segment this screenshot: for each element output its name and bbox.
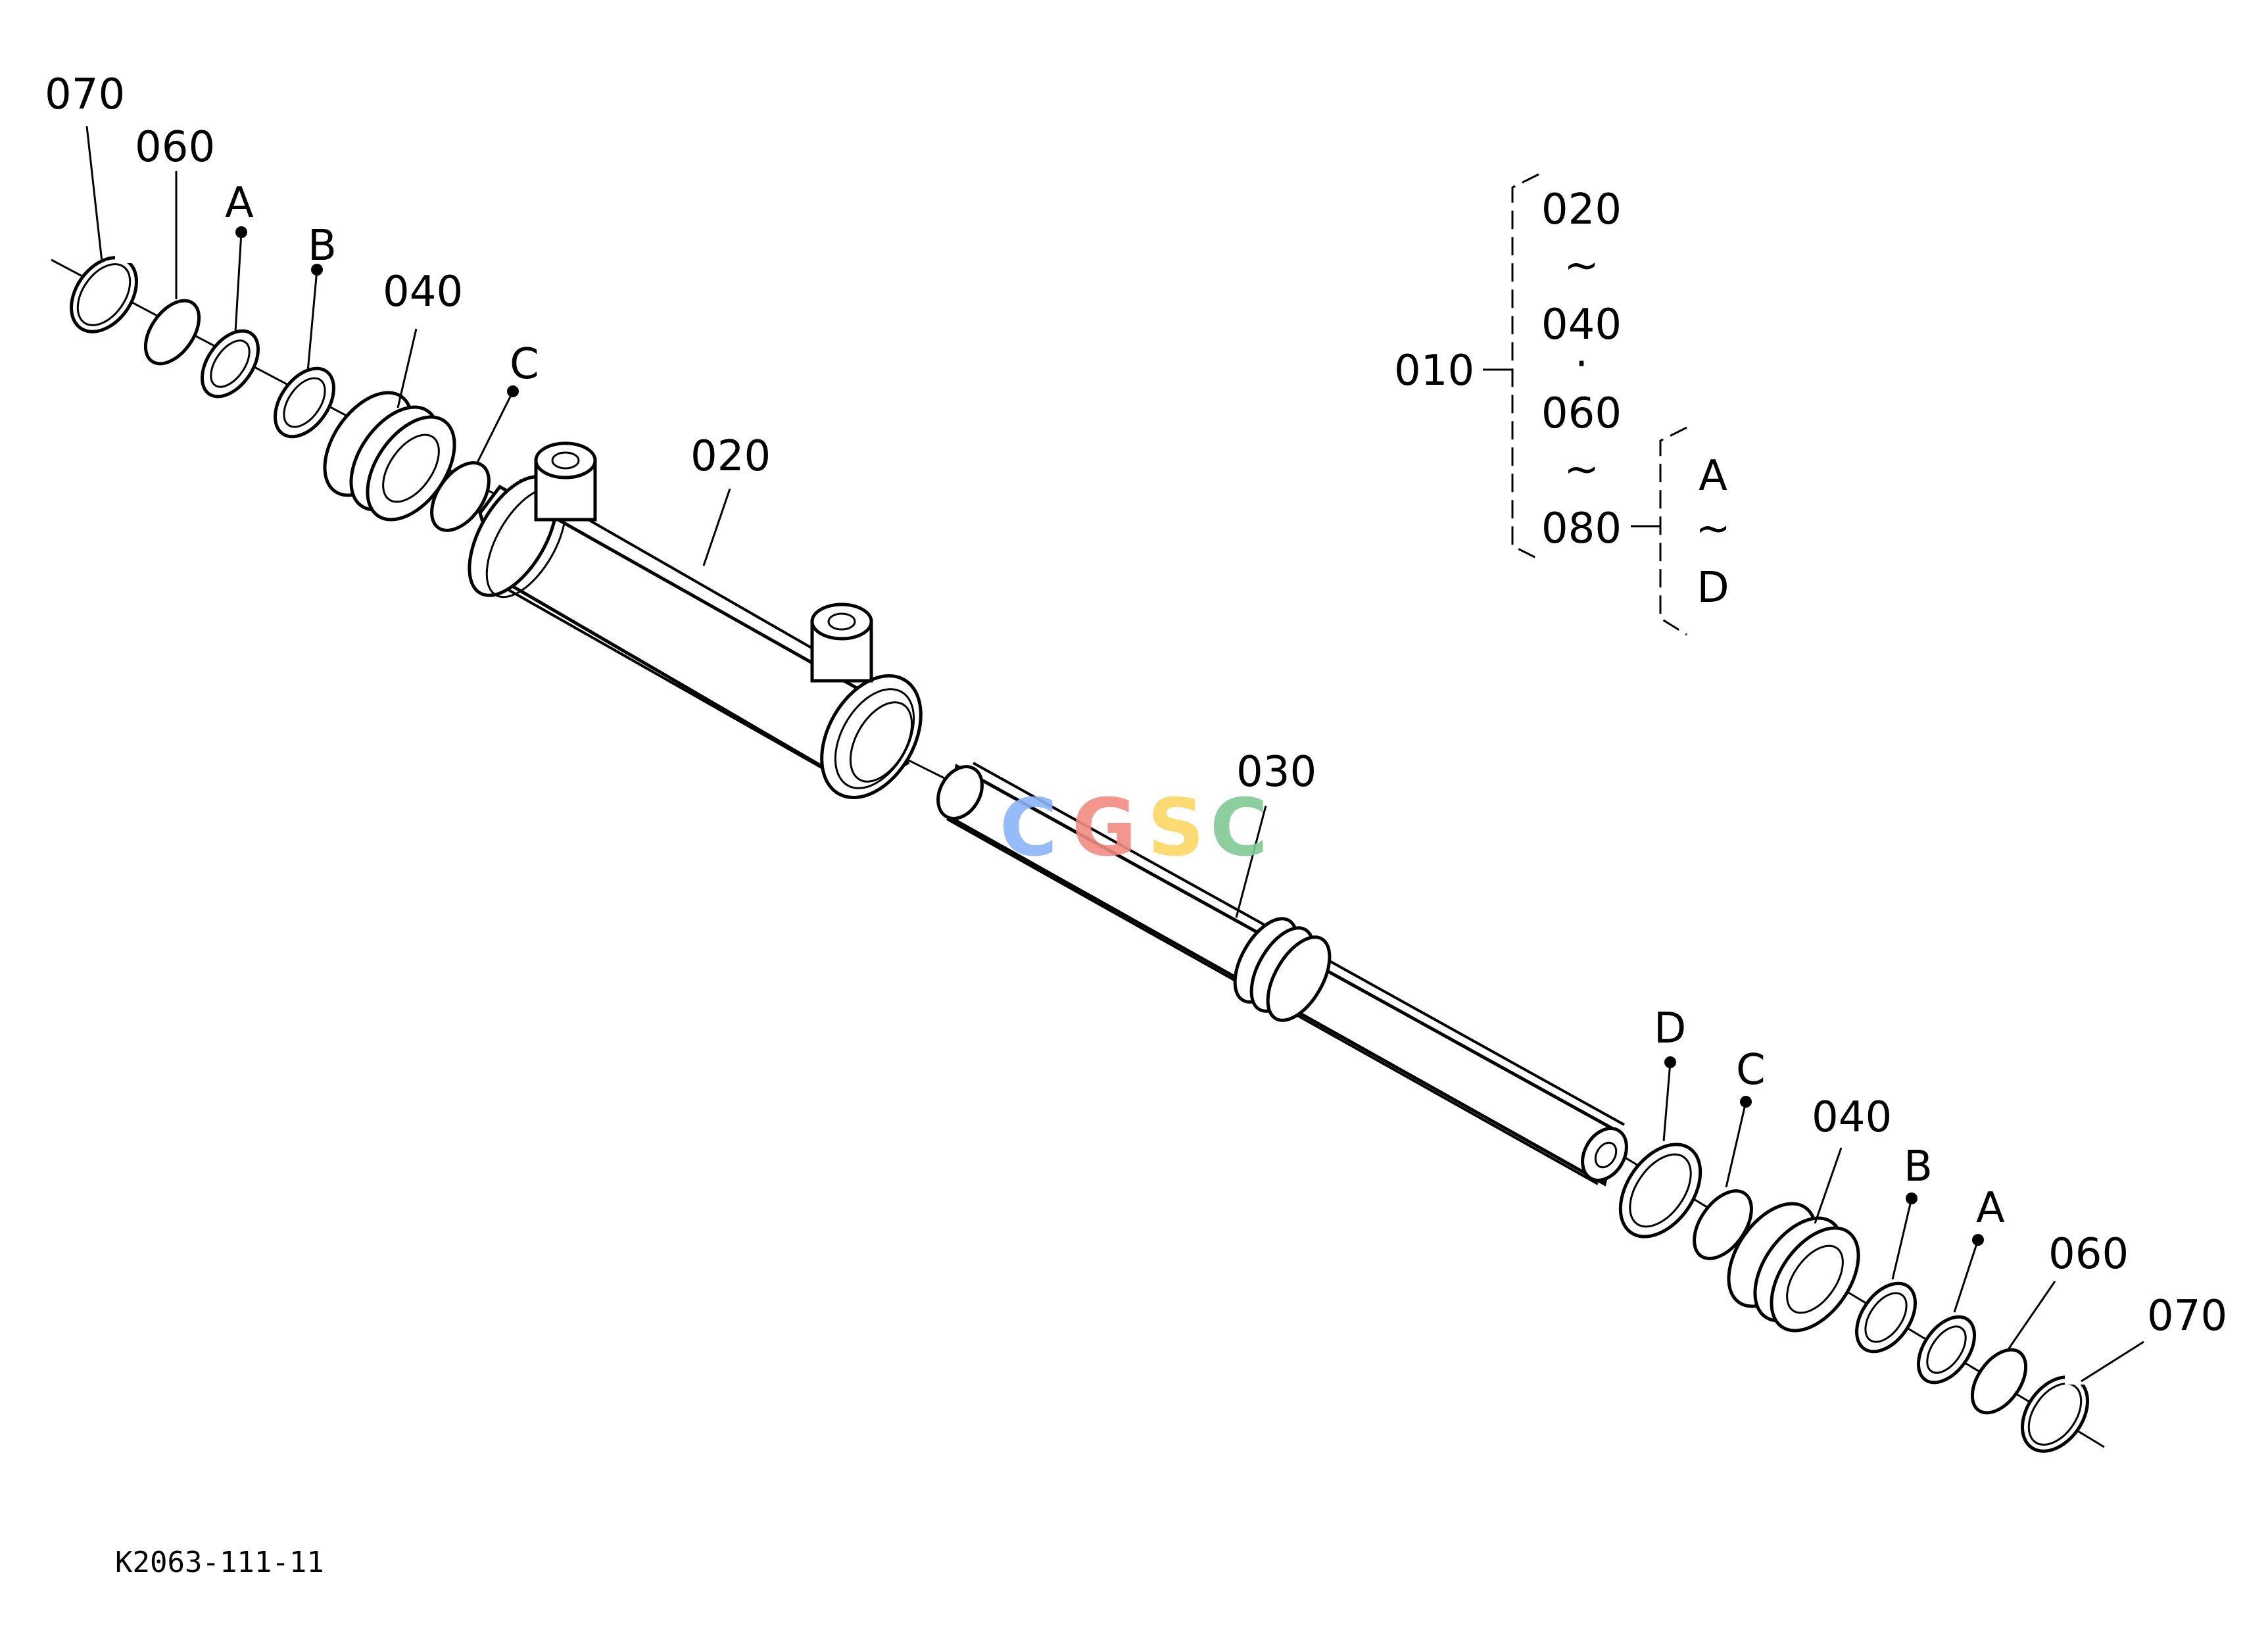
callout-left-A: A bbox=[225, 179, 254, 228]
right-seal-A bbox=[1916, 1315, 1977, 1385]
legend-item-0: 020 bbox=[1541, 185, 1622, 234]
legend-item-3: · bbox=[1575, 340, 1588, 389]
watermark-logo: C G S C bbox=[1000, 783, 1268, 874]
drawing-number: K2063-111-11 bbox=[115, 1546, 324, 1579]
callout-left-070: 070 bbox=[45, 70, 125, 119]
callout-left-B: B bbox=[308, 222, 337, 270]
legend-kit-2: D bbox=[1697, 564, 1729, 612]
callout-barrel-020: 020 bbox=[690, 432, 771, 481]
left-seal-B bbox=[274, 366, 335, 439]
left-seal-A bbox=[200, 329, 260, 399]
watermark-letter-3: C bbox=[1210, 783, 1268, 874]
callout-right-070: 070 bbox=[2147, 1292, 2227, 1340]
right-retaining-ring-070 bbox=[2021, 1371, 2089, 1453]
watermark-letter-0: C bbox=[1000, 783, 1057, 874]
right-backup-ring-060 bbox=[1970, 1348, 2028, 1415]
cylinder-barrel-020 bbox=[468, 441, 923, 799]
callout-rod-030: 030 bbox=[1236, 748, 1316, 797]
right-seal-D bbox=[1618, 1143, 1702, 1239]
legend-item-1: ~ bbox=[1564, 241, 1599, 290]
callout-left-060: 060 bbox=[135, 123, 215, 172]
left-o-ring-C bbox=[430, 461, 491, 532]
legend-kit-0: A bbox=[1699, 452, 1727, 501]
legend-item-4: 060 bbox=[1541, 389, 1622, 438]
legend-item-5: ~ bbox=[1564, 445, 1599, 494]
leader-lines bbox=[85, 126, 2144, 1383]
callout-right-D: D bbox=[1654, 1004, 1686, 1053]
callout-left-C: C bbox=[510, 340, 539, 389]
callout-right-060: 060 bbox=[2048, 1230, 2129, 1279]
legend-assembly-010: 010 bbox=[1394, 347, 1474, 395]
legend-item-6: 080 bbox=[1541, 504, 1622, 553]
callout-right-A: A bbox=[1976, 1184, 2005, 1233]
right-seal-B bbox=[1855, 1281, 1917, 1354]
callout-right-C: C bbox=[1736, 1046, 1766, 1094]
callout-right-040: 040 bbox=[1812, 1093, 1892, 1142]
callout-left-040: 040 bbox=[383, 268, 463, 316]
legend-kit-1: ~ bbox=[1695, 504, 1731, 553]
leader-dots bbox=[235, 226, 1984, 1246]
assembly-legend: 010 020 ~ 040 · 060 ~ 080 A ~ D bbox=[1394, 173, 1731, 636]
right-gland-040 bbox=[1727, 1202, 1860, 1333]
legend-item-2: 040 bbox=[1541, 301, 1622, 349]
piston-rod-030 bbox=[936, 762, 1628, 1187]
watermark-letter-2: S bbox=[1147, 783, 1204, 874]
callout-right-B: B bbox=[1904, 1143, 1933, 1191]
left-retaining-ring-070 bbox=[70, 250, 138, 333]
left-backup-ring-060 bbox=[143, 299, 201, 366]
watermark-letter-1: G bbox=[1072, 783, 1137, 874]
